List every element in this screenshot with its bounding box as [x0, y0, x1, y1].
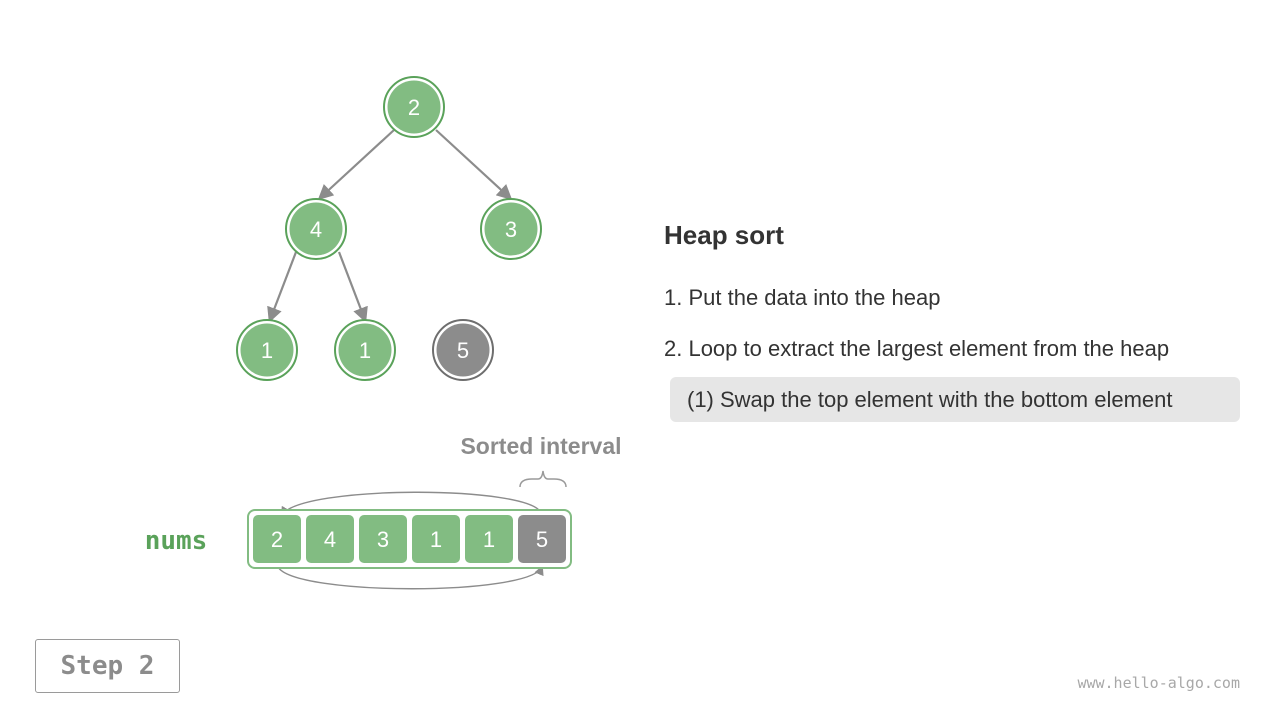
array-cell-value: 5 [536, 527, 548, 552]
watermark: www.hello-algo.com [1077, 674, 1240, 692]
nums-label: nums [145, 526, 208, 556]
explanation-panel: Heap sort 1. Put the data into the heap … [664, 218, 1264, 422]
array-cell: 3 [359, 515, 407, 563]
tree-node: 1 [236, 319, 298, 381]
tree-node-value: 1 [261, 338, 273, 363]
array-cell-value: 1 [483, 527, 495, 552]
step-indicator: Step 2 [35, 639, 180, 693]
panel-step-2: 2. Loop to extract the largest element f… [664, 336, 1170, 361]
array-cell-value: 2 [271, 527, 283, 552]
array-cell-value: 1 [430, 527, 442, 552]
array-cell-sorted: 5 [518, 515, 566, 563]
swap-arc-top [280, 491, 542, 517]
tree-edge-1-4 [337, 251, 368, 323]
sorted-interval-label: Sorted interval [460, 433, 621, 459]
array-cell: 1 [412, 515, 460, 563]
panel-title: Heap sort [664, 220, 784, 250]
array-cell: 1 [465, 515, 513, 563]
tree-node: 4 [285, 198, 347, 260]
sorted-interval-brace [519, 470, 567, 488]
tree-node-value: 4 [310, 217, 322, 242]
array-cell-value: 4 [324, 527, 336, 552]
tree-edge-0-2 [435, 129, 513, 201]
tree-node-value: 2 [408, 95, 420, 120]
panel-substep-highlight: (1) Swap the top element with the bottom… [670, 377, 1240, 422]
array-cell: 2 [253, 515, 301, 563]
array-cell: 4 [306, 515, 354, 563]
tree-node: 3 [480, 198, 542, 260]
tree-node-sorted: 5 [432, 319, 494, 381]
tree-node-value: 3 [505, 217, 517, 242]
swap-arc-bottom [277, 565, 544, 590]
tree-edge-0-1 [317, 129, 395, 201]
tree-node: 1 [334, 319, 396, 381]
panel-step-1: 1. Put the data into the heap [664, 285, 941, 310]
tree-node: 2 [383, 76, 445, 138]
tree-edges [267, 129, 513, 323]
tree-node-value: 1 [359, 338, 371, 363]
array-cell-value: 3 [377, 527, 389, 552]
tree-edge-1-3 [267, 251, 298, 323]
tree-node-value: 5 [457, 338, 469, 363]
